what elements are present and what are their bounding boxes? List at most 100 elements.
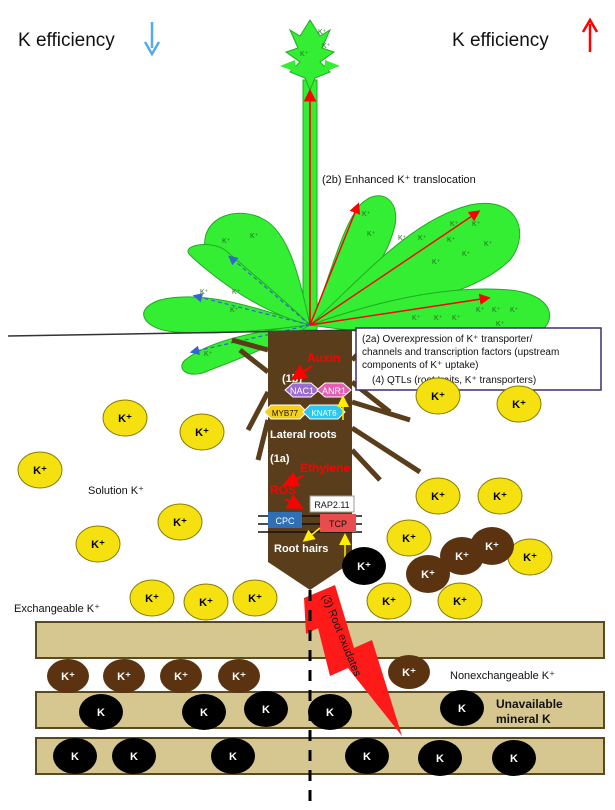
k-ion: K (182, 694, 226, 730)
svg-text:K: K (229, 751, 237, 763)
k-ion: K (53, 738, 97, 774)
svg-text:K⁺: K⁺ (398, 235, 407, 242)
svg-text:K⁺: K⁺ (418, 235, 427, 242)
svg-text:K: K (326, 707, 334, 719)
lateral-roots-label: Lateral roots (270, 429, 337, 441)
label-1a: (1a) (270, 453, 290, 465)
svg-text:K⁺: K⁺ (230, 307, 239, 314)
svg-text:K⁺: K⁺ (362, 211, 371, 218)
info-line-1: (2a) Overexpression of K⁺ transporter/ (362, 334, 533, 345)
svg-text:K⁺: K⁺ (421, 569, 435, 581)
info-line-2: channels and transcription factors (upst… (362, 347, 559, 358)
svg-text:K⁺: K⁺ (512, 399, 526, 411)
svg-text:K⁺: K⁺ (118, 413, 132, 425)
k-ion: K⁺ (508, 539, 552, 575)
svg-text:K: K (200, 707, 208, 719)
nonexchangeable-k-label: Nonexchangeable K⁺ (450, 670, 555, 682)
svg-text:K⁺: K⁺ (300, 51, 309, 58)
svg-text:K⁺: K⁺ (250, 233, 259, 240)
svg-text:K⁺: K⁺ (232, 289, 241, 296)
svg-text:K⁺: K⁺ (447, 237, 456, 244)
ros-label: ROS (270, 483, 296, 497)
k-ion: K⁺ (103, 659, 145, 693)
svg-text:K⁺: K⁺ (222, 238, 231, 245)
svg-text:K⁺: K⁺ (248, 593, 262, 605)
svg-text:K⁺: K⁺ (357, 561, 371, 573)
svg-text:K⁺: K⁺ (402, 667, 416, 679)
svg-text:K⁺: K⁺ (412, 315, 421, 322)
svg-text:K⁺: K⁺ (174, 671, 188, 683)
svg-text:K⁺: K⁺ (485, 541, 499, 553)
svg-text:K⁺: K⁺ (382, 596, 396, 608)
k-ion: K⁺ (470, 527, 514, 565)
svg-text:K: K (436, 753, 444, 765)
plant-shoot: K⁺ K⁺ K⁺ K⁺ K⁺ K⁺ K⁺ K⁺ K⁺ K⁺ K⁺ K⁺ K⁺ K… (144, 20, 550, 374)
svg-text:K: K (71, 751, 79, 763)
svg-text:MYB77: MYB77 (272, 409, 299, 418)
svg-text:K: K (363, 751, 371, 763)
svg-text:K⁺: K⁺ (493, 491, 507, 503)
k-ion: K⁺ (367, 583, 411, 619)
k-ion: K⁺ (387, 520, 431, 556)
k-ion: K (345, 738, 389, 774)
root-hairs-label: Root hairs (274, 543, 328, 555)
info-line-3: components of K⁺ uptake) (362, 360, 478, 371)
k-efficiency-high-label: K efficiency (452, 30, 549, 51)
svg-text:K⁺: K⁺ (318, 29, 327, 36)
k-ion: K⁺ (416, 378, 460, 414)
svg-text:K⁺: K⁺ (431, 491, 445, 503)
svg-text:K⁺: K⁺ (431, 391, 445, 403)
auxin-label: Auxin (307, 351, 340, 365)
k-ion: K⁺ (47, 659, 89, 693)
svg-text:K⁺: K⁺ (452, 315, 461, 322)
k-ion: K⁺ (184, 584, 228, 620)
solution-k-label: Solution K⁺ (88, 485, 144, 497)
tcp-node: TCP (320, 514, 356, 532)
rap211-node: RAP2.11 (310, 496, 354, 512)
svg-text:K⁺: K⁺ (484, 241, 493, 248)
ethylene-label: Ethylene (300, 461, 350, 475)
svg-text:K⁺: K⁺ (462, 251, 471, 258)
svg-text:K⁺: K⁺ (523, 552, 537, 564)
k-ion: K (440, 690, 484, 726)
k-ion: K (211, 738, 255, 774)
k-ion: K⁺ (76, 526, 120, 562)
k-ion: K⁺ (18, 452, 62, 488)
svg-text:K⁺: K⁺ (117, 671, 131, 683)
svg-text:K⁺: K⁺ (173, 517, 187, 529)
svg-text:K⁺: K⁺ (434, 315, 443, 322)
cpc-node: CPC (268, 512, 302, 528)
svg-text:K⁺: K⁺ (402, 533, 416, 545)
k-ion: K (308, 694, 352, 730)
anr1-node: ANR1 (317, 383, 351, 397)
myb77-node: MYB77 (264, 405, 307, 419)
svg-text:K⁺: K⁺ (476, 307, 485, 314)
k-ion: K (244, 691, 288, 727)
svg-text:K⁺: K⁺ (367, 231, 376, 238)
svg-text:K⁺: K⁺ (232, 671, 246, 683)
k-ion: K (112, 738, 156, 774)
info-box: (2a) Overexpression of K⁺ transporter/ c… (356, 328, 601, 390)
svg-text:ANR1: ANR1 (322, 386, 346, 396)
svg-text:K: K (458, 703, 466, 715)
svg-text:K⁺: K⁺ (492, 307, 501, 314)
k-ion: K⁺ (180, 414, 224, 450)
svg-text:K⁺: K⁺ (33, 465, 47, 477)
unavailable-k-label-line2: mineral K (496, 712, 551, 726)
k-ion: K⁺ (497, 386, 541, 422)
exchangeable-k-label: Exchangeable K⁺ (14, 603, 100, 615)
k-ion: K (418, 740, 462, 776)
svg-text:K⁺: K⁺ (322, 43, 331, 50)
svg-text:K⁺: K⁺ (61, 671, 75, 683)
k-ion: K⁺ (438, 583, 482, 619)
k-ion: K⁺ (478, 478, 522, 514)
k-ion: K⁺ (218, 659, 260, 693)
svg-text:K⁺: K⁺ (200, 289, 209, 296)
unavailable-k-label-line1: Unavailable (496, 697, 563, 711)
k-ion: K (492, 740, 536, 776)
svg-text:K⁺: K⁺ (204, 351, 213, 358)
translocation-label: (2b) Enhanced K⁺ translocation (322, 174, 476, 186)
k-ion: K⁺ (388, 655, 430, 689)
k-ion: K⁺ (158, 504, 202, 540)
svg-text:K⁺: K⁺ (195, 427, 209, 439)
